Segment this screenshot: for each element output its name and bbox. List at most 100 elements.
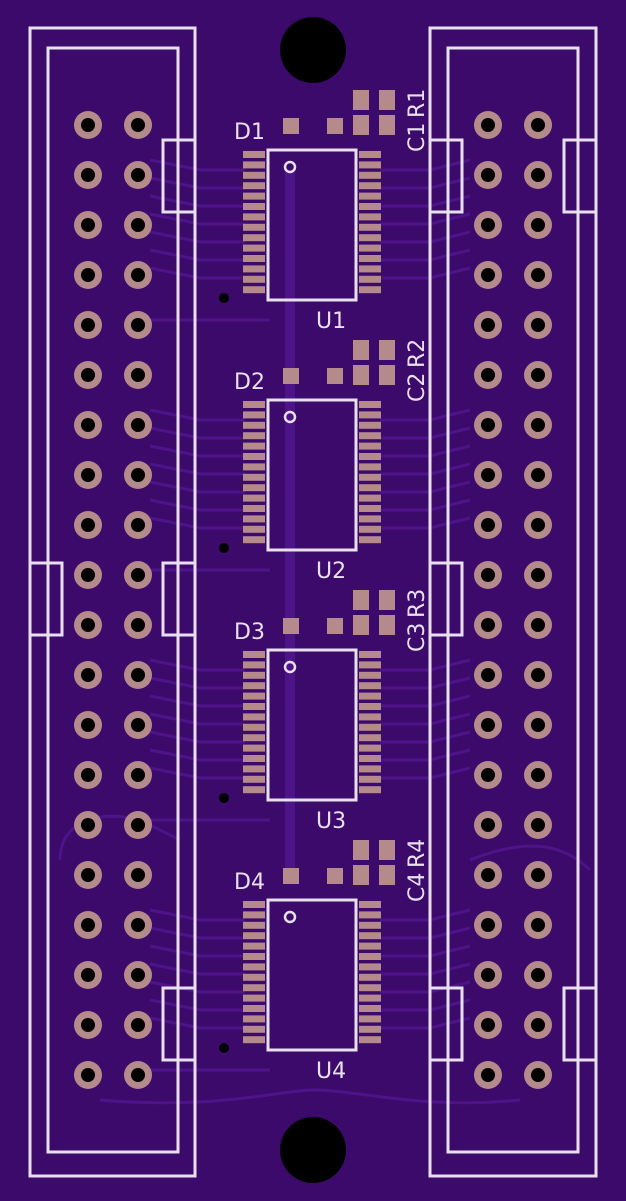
smd-pin	[359, 411, 381, 419]
diode-pad	[327, 368, 343, 384]
diode-pad	[327, 118, 343, 134]
header-latch	[161, 986, 197, 1062]
smd-pin	[243, 223, 265, 231]
drill-hole	[131, 618, 145, 632]
header-key-tab	[562, 138, 598, 214]
smd-pin	[243, 651, 265, 658]
drill-hole	[131, 118, 145, 132]
pin1-marker	[283, 910, 297, 924]
drill-hole	[531, 318, 545, 332]
label-r1: R1	[405, 89, 430, 118]
smd-pin	[359, 401, 381, 408]
header-latch	[428, 138, 464, 214]
smd-pin	[243, 473, 265, 481]
smd-pin	[243, 703, 265, 710]
smd-pin	[243, 661, 265, 669]
drill-hole	[531, 118, 545, 132]
drill-hole	[81, 818, 95, 832]
smd-pin	[359, 973, 381, 981]
smd-pin	[359, 953, 381, 960]
drill-hole	[481, 168, 495, 182]
smd-pin	[243, 453, 265, 460]
ic-chips	[219, 90, 395, 1053]
drill-hole	[481, 668, 495, 682]
trace-left	[149, 962, 245, 976]
smd-pin	[359, 682, 381, 690]
drill-hole	[131, 568, 145, 582]
trace-left	[149, 908, 245, 922]
diode-pad	[327, 868, 343, 884]
smd-pin	[359, 1015, 381, 1023]
smd-pin	[359, 505, 381, 512]
pin1-marker	[283, 660, 297, 674]
smd-pin	[243, 1015, 265, 1023]
smd-pin	[243, 255, 265, 262]
drill-hole	[81, 968, 95, 982]
smd-pin	[359, 786, 381, 794]
smd-pin	[243, 692, 265, 700]
ic-body	[266, 898, 358, 1052]
drill-hole	[81, 318, 95, 332]
label-u4: U4	[316, 1059, 346, 1084]
smd-pin	[243, 244, 265, 252]
trace-left	[149, 444, 245, 458]
smd-pin	[359, 151, 381, 158]
cap-pad	[353, 865, 369, 885]
header-inner-outline	[46, 46, 180, 1154]
smd-pin	[243, 775, 265, 783]
drill-hole	[81, 418, 95, 432]
smd-pin	[359, 192, 381, 200]
ic-body	[266, 398, 358, 552]
smd-pin	[243, 1025, 265, 1033]
label-u2: U2	[316, 559, 346, 584]
smd-pin	[243, 192, 265, 200]
drill-hole	[481, 1068, 495, 1082]
smd-pin	[359, 171, 381, 179]
via	[219, 293, 229, 303]
drill-hole	[81, 668, 95, 682]
trace-left	[149, 676, 245, 690]
trace-left	[149, 748, 245, 762]
smd-pin	[359, 182, 381, 190]
smd-pin	[359, 692, 381, 700]
smd-pin	[359, 703, 381, 710]
header-latch	[161, 561, 197, 637]
smd-pin	[243, 411, 265, 419]
res-pad	[379, 865, 395, 885]
smd-pin	[359, 921, 381, 929]
drill-hole	[131, 1068, 145, 1082]
smd-pin	[359, 723, 381, 731]
smd-pin	[359, 234, 381, 242]
smd-pin	[243, 161, 265, 169]
drill-hole	[81, 368, 95, 382]
smd-pin	[359, 213, 381, 221]
drill-hole	[481, 768, 495, 782]
smd-pin	[359, 775, 381, 783]
drill-hole	[531, 718, 545, 732]
smd-pin	[359, 463, 381, 471]
label-c2: C2	[405, 373, 430, 402]
drill-hole	[131, 818, 145, 832]
smd-pin	[359, 161, 381, 169]
smd-pin	[359, 494, 381, 502]
ic-body	[266, 648, 358, 802]
smd-pin	[243, 505, 265, 512]
label-c4: C4	[405, 873, 430, 902]
cap-pad	[353, 340, 369, 360]
drill-hole	[81, 218, 95, 232]
trace-left	[149, 480, 245, 494]
drill-hole	[131, 968, 145, 982]
smd-pin	[243, 901, 265, 908]
drill-hole	[131, 518, 145, 532]
diode-pad	[327, 618, 343, 634]
smd-pin	[359, 911, 381, 919]
res-pad	[379, 590, 395, 610]
trace-left	[149, 766, 245, 780]
cap-pad	[353, 615, 369, 635]
smd-pin	[243, 442, 265, 450]
trace-left	[149, 998, 245, 1012]
trace-left	[149, 266, 245, 280]
drill-hole	[531, 818, 545, 832]
label-d2: D2	[234, 370, 265, 395]
cap-pad	[353, 590, 369, 610]
